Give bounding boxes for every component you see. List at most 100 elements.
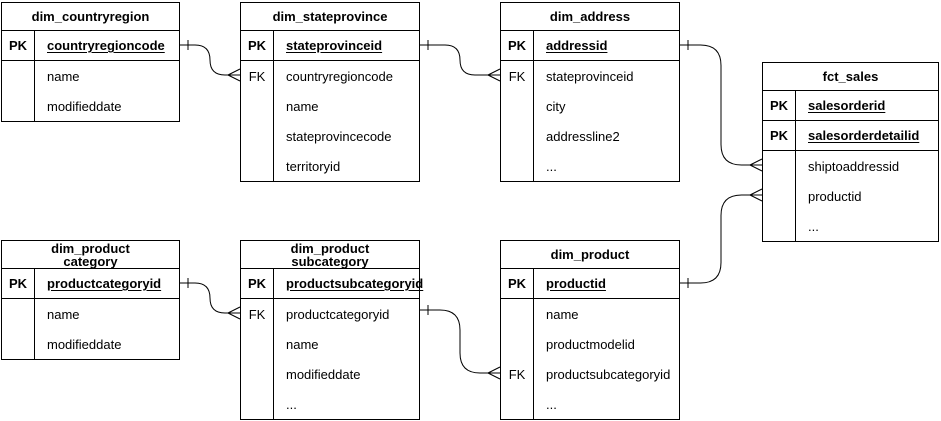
key-cell [763, 211, 796, 241]
crow-foot-marker [487, 366, 501, 380]
table-title-line: dim_product [51, 240, 130, 256]
relationship-dim-productsubcategory-to-dim-product[interactable] [420, 305, 501, 380]
table-row[interactable]: name [241, 329, 419, 359]
key-cell [501, 329, 534, 359]
key-cell [241, 121, 274, 151]
table-title-line: dim_product [550, 247, 630, 262]
key-cell: FK [501, 61, 534, 91]
key-cell [2, 91, 35, 121]
field-label: productmodelid [546, 336, 635, 352]
field-label: modifieddate [47, 98, 122, 114]
table-row[interactable]: ... [241, 389, 419, 419]
table-row[interactable]: modifieddate [241, 359, 419, 389]
relationship-connector[interactable] [180, 282, 228, 314]
field-label: addressid [546, 38, 608, 53]
table-row[interactable]: shiptoaddressid [763, 151, 938, 181]
key-cell [241, 359, 274, 389]
table-title-line: dim_product [290, 240, 370, 256]
table-title-line: dim_address [549, 9, 631, 24]
crow-foot-marker [227, 306, 241, 320]
key-cell [2, 299, 35, 329]
key-cell [241, 151, 274, 181]
table-row[interactable]: PK addressid [501, 31, 679, 61]
table-row[interactable]: ... [763, 211, 938, 241]
relationship-connector[interactable] [680, 194, 750, 284]
table-title-line: dim_countryregion [31, 9, 150, 24]
relationship-connector[interactable] [420, 309, 488, 374]
table-title: dim_countryregion [2, 3, 179, 31]
table-row[interactable]: stateprovincecode [241, 121, 419, 151]
table-row[interactable]: ... [501, 389, 679, 419]
table-title: dim_stateprovince [241, 3, 419, 31]
crow-foot-marker [749, 158, 763, 172]
table-row[interactable]: ... [501, 151, 679, 181]
relationship-connector[interactable] [180, 44, 228, 76]
crow-foot-marker [227, 68, 241, 82]
table-row[interactable]: city [501, 91, 679, 121]
field-label: ... [546, 396, 557, 412]
relationship-dim-product-to-fct-sales[interactable] [680, 188, 763, 288]
key-cell [241, 389, 274, 419]
table-title: dim_address [501, 3, 679, 31]
field-label: stateprovincecode [286, 128, 392, 144]
table-row[interactable]: name [501, 299, 679, 329]
table-row[interactable]: modifieddate [2, 329, 179, 359]
field-label: territoryid [286, 158, 341, 174]
field-label: ... [808, 218, 819, 234]
table-row[interactable]: name [241, 91, 419, 121]
table-title-line: dim_stateprovince [272, 9, 388, 24]
field-label: productcategoryid [286, 306, 390, 322]
relationship-connector[interactable] [680, 44, 750, 166]
field-label: ... [546, 158, 557, 174]
table-row[interactable]: addressline2 [501, 121, 679, 151]
key-cell [501, 299, 534, 329]
relationship-connector[interactable] [420, 44, 488, 76]
field-label: modifieddate [286, 366, 361, 382]
key-cell: PK [501, 31, 534, 60]
field-label: salesorderid [808, 98, 886, 113]
table-row[interactable]: name [2, 61, 179, 91]
field-label: name [47, 68, 80, 84]
relationship-dim-address-to-fct-sales[interactable] [680, 40, 763, 172]
table-row[interactable]: modifieddate [2, 91, 179, 121]
key-cell [2, 329, 35, 359]
field-label: countryregioncode [47, 38, 165, 53]
key-cell [763, 181, 796, 211]
table-row[interactable]: name [2, 299, 179, 329]
field-label: stateprovinceid [286, 38, 383, 53]
field-label: city [546, 98, 566, 114]
table-row[interactable]: productid [763, 181, 938, 211]
key-cell [501, 91, 534, 121]
relationship-dim-productcategory-to-dim-productsubcategory[interactable] [180, 278, 241, 320]
table-row[interactable]: productmodelid [501, 329, 679, 359]
relationship-dim-stateprovince-to-dim-address[interactable] [420, 40, 501, 82]
field-label: salesorderdetailid [808, 128, 920, 143]
key-cell: FK [501, 359, 534, 389]
table-row[interactable]: FK productcategoryid [241, 299, 419, 329]
table-title: dim_product [501, 241, 679, 269]
crow-foot-marker [749, 188, 763, 202]
key-cell: FK [241, 299, 274, 329]
table-row[interactable]: territoryid [241, 151, 419, 181]
relationship-dim-countryregion-to-dim-stateprovince[interactable] [180, 40, 241, 82]
